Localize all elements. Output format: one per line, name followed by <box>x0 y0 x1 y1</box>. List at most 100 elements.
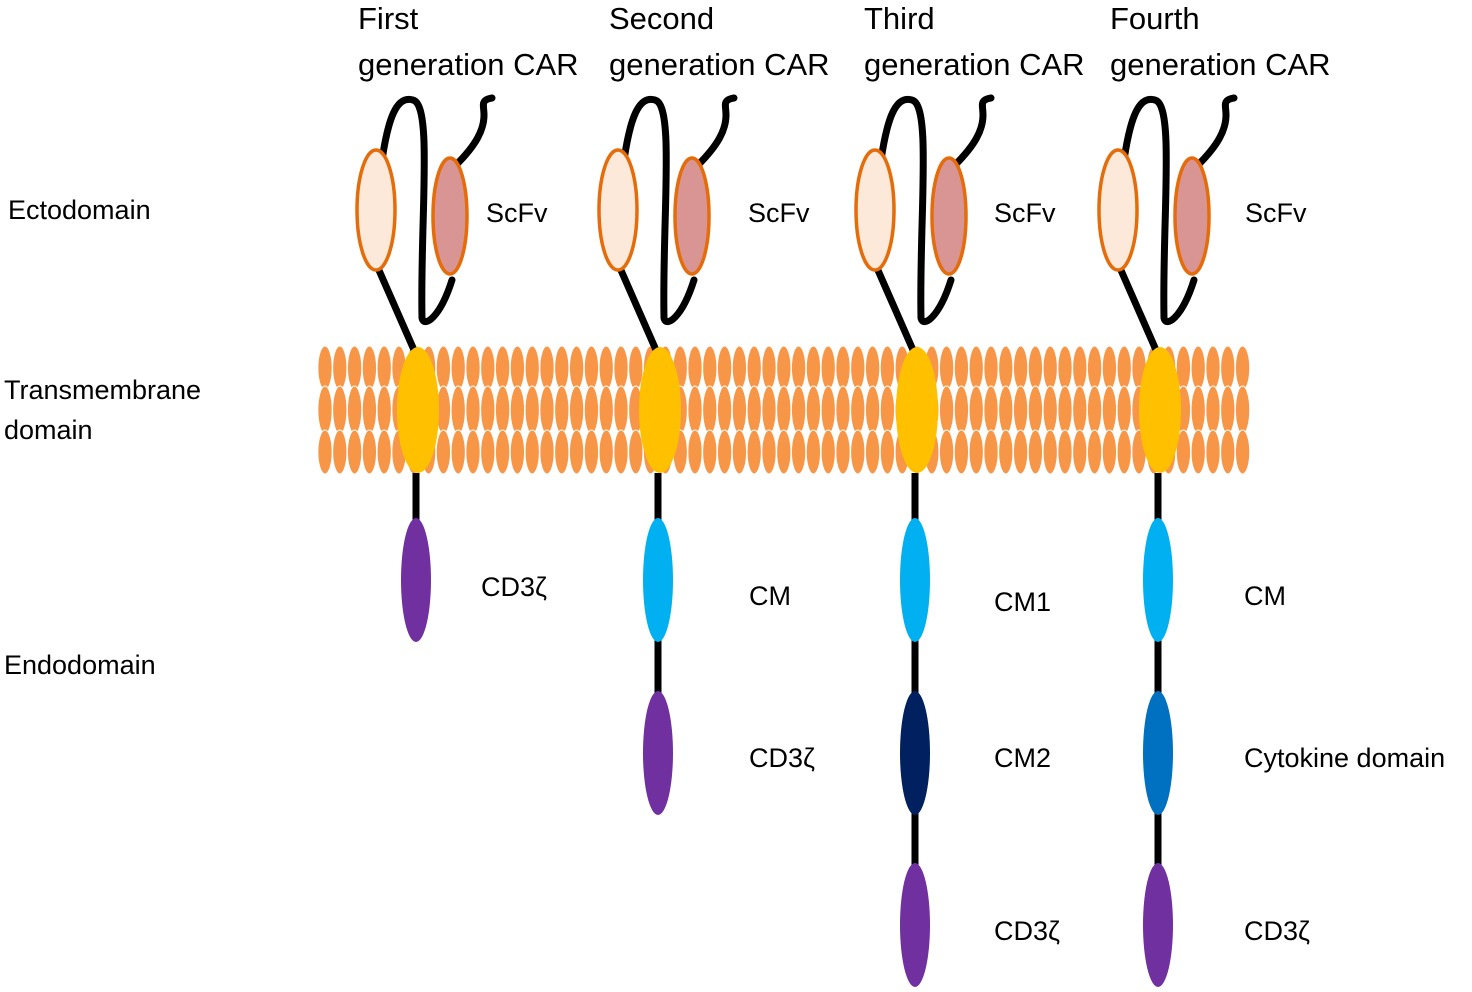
transmembrane-domain <box>397 347 439 473</box>
lipid-head <box>1042 385 1058 435</box>
lipid-head <box>598 385 614 435</box>
lipid-head <box>361 429 378 475</box>
fourth-gen-cytokine-label: Cytokine domain <box>1244 743 1446 773</box>
lipid-head <box>317 429 333 475</box>
lipid-head <box>628 429 644 475</box>
scfv-linker <box>877 95 955 326</box>
lipid-head <box>716 345 733 391</box>
lipid-head <box>539 385 555 435</box>
lipid-head <box>598 345 614 391</box>
lipid-head <box>835 385 851 435</box>
lipid-head <box>790 385 807 435</box>
lipid-head <box>1027 345 1044 391</box>
lipid-head <box>494 429 511 475</box>
lipid-head <box>450 429 466 475</box>
signaling-domain <box>1143 863 1173 987</box>
lipid-head <box>1072 345 1088 391</box>
scfv-label: ScFv <box>748 198 810 228</box>
lipid-head <box>998 429 1014 475</box>
first-gen-cd3z-label: CD3ζ <box>481 572 547 602</box>
lipid-head <box>820 345 836 391</box>
lipid-head <box>376 345 392 391</box>
lipid-head <box>864 385 881 435</box>
lipid-head <box>450 345 466 391</box>
lipid-head <box>716 385 733 435</box>
title-line: Second <box>609 1 715 36</box>
lipid-head <box>1116 429 1132 475</box>
lipid-head <box>702 429 718 475</box>
lipid-head <box>494 345 511 391</box>
scfv-tail <box>452 94 496 169</box>
lipid-head <box>465 345 481 391</box>
lipid-head <box>938 345 955 391</box>
ectodomain-label: Ectodomain <box>8 195 151 225</box>
lipid-head <box>346 429 363 475</box>
lipid-head <box>1205 385 1221 435</box>
lipid-head <box>850 345 866 391</box>
title-line: generation CAR <box>609 47 830 82</box>
lipid-head <box>1220 345 1236 391</box>
lipid-head <box>509 429 526 475</box>
third-generation-title: Third generation CAR <box>864 0 1085 88</box>
second-gen-cd3z-label: CD3ζ <box>749 743 815 773</box>
signaling-domain <box>401 518 431 642</box>
lipid-head <box>1116 385 1132 435</box>
lipid-head <box>820 385 836 435</box>
title-line: generation CAR <box>358 47 579 82</box>
signaling-domain <box>900 691 930 815</box>
lipid-head <box>317 385 333 435</box>
lipid-head <box>983 345 999 391</box>
lipid-head <box>1205 345 1221 391</box>
lipid-head <box>1220 429 1236 475</box>
scfv-tail <box>1194 94 1238 169</box>
lipid-head <box>968 385 984 435</box>
lipid-head <box>346 345 363 391</box>
lipid-head <box>332 345 348 391</box>
scfv-heavy-chain <box>673 156 711 276</box>
lipid-head <box>539 345 555 391</box>
lipid-head <box>450 385 466 435</box>
lipid-head <box>361 345 378 391</box>
lipid-head <box>317 345 333 391</box>
lipid-head <box>1042 345 1058 391</box>
lipid-head <box>1057 345 1073 391</box>
third-gen-cm1-label: CM1 <box>994 587 1052 617</box>
lipid-head <box>761 385 777 435</box>
lipid-head <box>1190 345 1206 391</box>
lipid-head <box>850 429 866 475</box>
transmembrane-domain <box>896 347 938 473</box>
scfv-light-chain <box>355 148 397 272</box>
title-line: generation CAR <box>864 47 1085 82</box>
lipid-head <box>568 385 585 435</box>
lipid-head <box>702 345 718 391</box>
lipid-head <box>539 429 555 475</box>
lipid-head <box>435 429 452 475</box>
fourth-gen-cm-label: CM <box>1244 581 1286 611</box>
lipid-head <box>776 345 792 391</box>
third-gen-cd3z-label: CD3ζ <box>994 916 1060 946</box>
lipid-head <box>687 345 703 391</box>
lipid-head <box>716 429 733 475</box>
lipid-head <box>968 345 984 391</box>
lipid-head <box>983 429 999 475</box>
car-construct <box>1097 94 1238 987</box>
hinge <box>873 264 917 354</box>
car-construct <box>355 94 496 642</box>
lipid-head <box>554 429 570 475</box>
scfv-linker <box>1120 95 1198 326</box>
fourth-generation-title: Fourth generation CAR <box>1110 0 1331 88</box>
lipid-head <box>776 429 792 475</box>
lipid-head <box>835 345 851 391</box>
third-gen-cm2-label: CM2 <box>994 743 1052 773</box>
scfv-heavy-chain <box>1173 156 1211 276</box>
transmembrane-label-line1: Transmembrane <box>4 375 202 405</box>
lipid-head <box>1012 345 1029 391</box>
lipid-head <box>953 429 970 475</box>
lipid-head <box>376 385 392 435</box>
scfv-tail <box>694 94 738 169</box>
scfv-linker <box>620 95 698 326</box>
lipid-head <box>983 385 999 435</box>
transmembrane-label-line2: domain <box>4 415 93 445</box>
lipid-head <box>1234 345 1251 391</box>
first-generation-title: First generation CAR <box>358 0 579 88</box>
